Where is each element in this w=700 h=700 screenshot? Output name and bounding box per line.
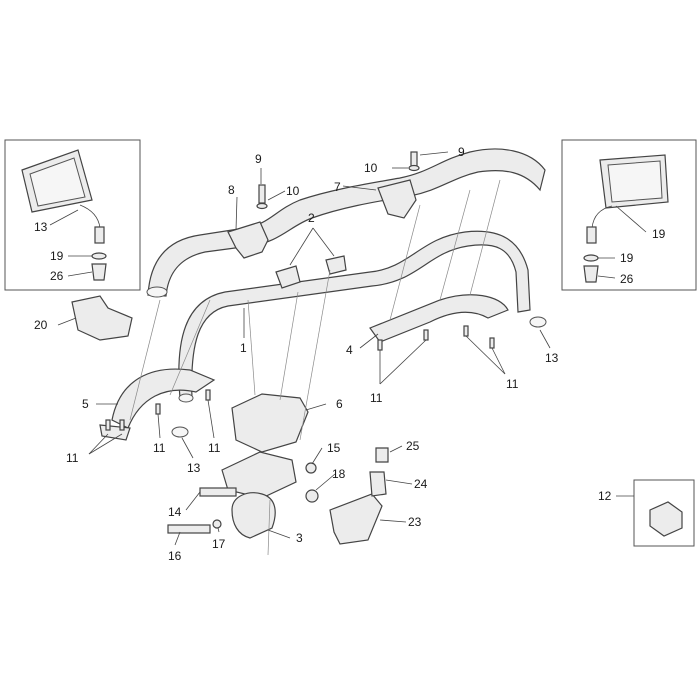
bracket-8: [227, 221, 269, 259]
guide-line: [439, 189, 471, 301]
callout-5: 5: [82, 397, 89, 411]
screw-11-d: [205, 389, 211, 401]
left-mirror-glass: [29, 157, 86, 207]
clamp-2-left: [275, 265, 301, 289]
left-washer: [91, 252, 107, 260]
handlebar-tube: [178, 230, 531, 403]
callout-17: 17: [212, 537, 226, 551]
guide-line: [247, 299, 256, 396]
bolt-14: [199, 487, 237, 497]
callout-19-left: 19: [50, 249, 64, 263]
washer-10-right: [408, 164, 420, 172]
washer-10-left: [256, 202, 268, 210]
clamp-2-right: [325, 255, 347, 275]
bracket-4: [369, 294, 509, 343]
bolt-16: [167, 524, 211, 534]
riser-3: [231, 492, 276, 539]
leaders: [49, 151, 647, 546]
guide-line: [267, 499, 271, 556]
callout-18: 18: [332, 467, 346, 481]
bolt-9-right: [410, 151, 418, 167]
screw-11-g: [463, 325, 469, 337]
callout-1: 1: [240, 341, 247, 355]
guide-line: [279, 291, 299, 401]
callout-6: 6: [336, 397, 343, 411]
screw-11-f: [423, 329, 429, 341]
upper-grab-bar: [146, 148, 546, 298]
callout-14: 14: [168, 505, 182, 519]
callout-26-right: 26: [620, 272, 634, 286]
grab-bar-left-end: [146, 286, 168, 298]
screw-11-h: [489, 337, 495, 349]
callout-8: 8: [228, 183, 235, 197]
bolt-25: [375, 447, 389, 463]
screw-11-b: [119, 419, 125, 431]
upper-grab-bar-body: [147, 148, 546, 297]
bracket-5: [111, 368, 216, 429]
callout-9-right: 9: [458, 145, 465, 159]
plate-22: [71, 295, 133, 341]
callout-15: 15: [327, 441, 341, 455]
guide-line: [469, 179, 501, 296]
right-mirror-glass: [607, 160, 663, 203]
screw-11-a: [105, 419, 111, 431]
right-mirror-thread: [586, 226, 597, 244]
callout-3: 3: [296, 531, 303, 545]
clamp-cover-6: [231, 393, 309, 453]
callout-9-left: 9: [255, 152, 262, 166]
bracket-23: [329, 493, 383, 545]
callout-11-d: 11: [370, 391, 383, 405]
left-nut: [91, 263, 107, 281]
callout-22: 20: [34, 318, 48, 332]
right-nut: [583, 265, 599, 283]
guide-line: [389, 204, 421, 321]
callout-26-left: 26: [50, 269, 64, 283]
guide-line: [299, 269, 331, 441]
callout-16: 16: [168, 549, 182, 563]
callout-23: 23: [408, 515, 422, 529]
right-washer: [583, 254, 599, 262]
bracket-7: [377, 179, 417, 219]
right-mirror-inset: [561, 139, 697, 291]
bush-18: [305, 489, 319, 503]
clip-12: [649, 501, 683, 537]
callout-25: 25: [406, 439, 420, 453]
callout-11-b: 11: [153, 441, 166, 455]
callout-2: 2: [308, 211, 315, 225]
callout-10-left: 10: [286, 184, 300, 198]
handlebar-tube-body: [178, 230, 531, 399]
screw-11-e: [377, 339, 383, 351]
callout-24: 24: [414, 477, 428, 491]
callout-12: 12: [598, 489, 612, 503]
left-mirror-thread: [94, 226, 105, 244]
callouts: 13 19 26 20 19 19 26 8 9 10 10 9 7 2 1 4…: [34, 145, 666, 563]
right-mirror-stem: [591, 205, 613, 229]
part-12-inset: [633, 479, 695, 547]
handlebar-left-end: [178, 393, 194, 403]
spacer-24: [369, 471, 387, 497]
callout-11-a: 11: [66, 451, 79, 465]
screw-11-c: [155, 403, 161, 415]
o-ring-13-left: [171, 426, 189, 438]
callout-7: 7: [334, 180, 341, 194]
guide-line: [129, 299, 161, 421]
callout-21: 19: [652, 227, 666, 241]
callout-10-right: 10: [364, 161, 378, 175]
left-mirror-inset: [4, 139, 141, 291]
left-mirror-stem: [79, 204, 101, 229]
nut-15: [305, 462, 317, 474]
o-ring-13-right: [529, 316, 547, 328]
callout-19-right: 19: [620, 251, 634, 265]
callout-13-left: 13: [187, 461, 201, 475]
callout-11-c: 11: [208, 441, 221, 455]
callout-11-e: 11: [506, 377, 519, 391]
bolt-9-left: [258, 184, 266, 204]
callout-13-right: 13: [545, 351, 559, 365]
callout-4: 4: [346, 343, 353, 357]
steering-mount: [167, 451, 319, 539]
callout-20: 13: [34, 220, 48, 234]
washer-17: [212, 519, 222, 529]
guide-line: [169, 299, 211, 396]
